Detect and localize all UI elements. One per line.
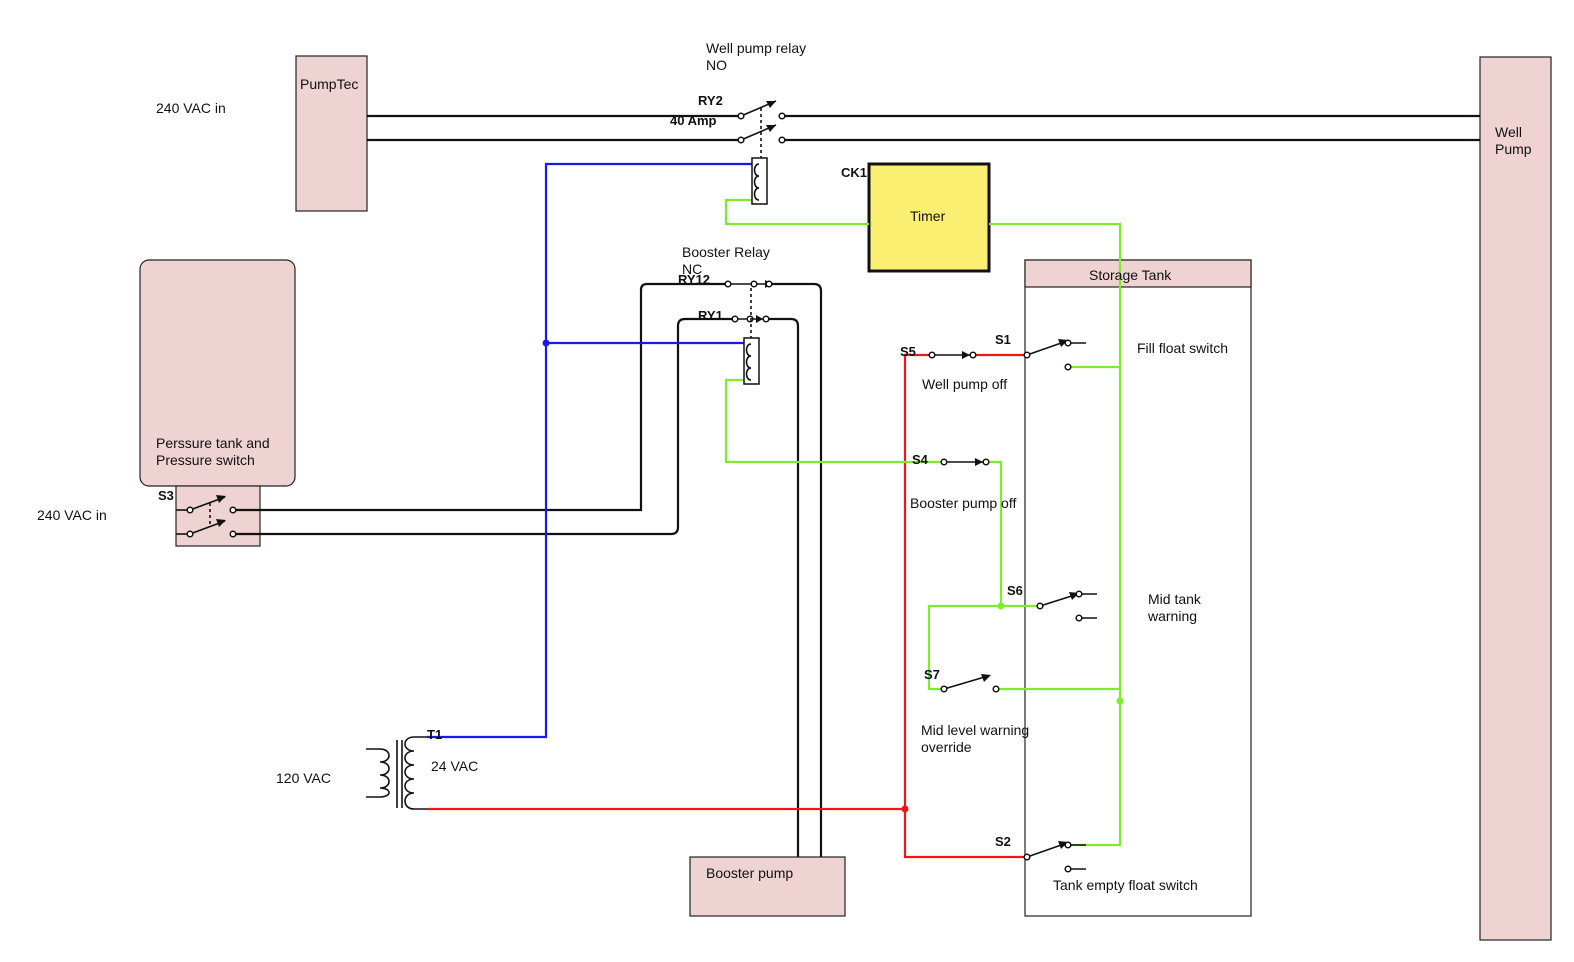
pressure-tank-label-1: Perssure tank and <box>156 435 270 451</box>
well-pump-off-label: Well pump off <box>922 376 1007 392</box>
tank-empty-float-switch-label: Tank empty float switch <box>1053 877 1198 893</box>
well-pump-box <box>1479 56 1552 941</box>
booster-pump-box <box>689 856 846 917</box>
booster-pump-label: Booster pump <box>706 865 793 881</box>
mid-level-override-label-2: override <box>921 739 972 755</box>
storage-tank-header <box>1024 259 1252 288</box>
ry1-contacts <box>731 288 770 338</box>
s7-switch <box>940 674 1000 693</box>
pumptec-label: PumpTec <box>300 76 358 92</box>
blue-junction-dot <box>542 339 550 347</box>
pumptec-box <box>295 55 368 212</box>
t1-tag: T1 <box>427 727 442 742</box>
vac-in-top-label: 240 VAC in <box>156 100 226 116</box>
ry1-tag: RY1 <box>698 308 723 323</box>
ck1-tag: CK1 <box>841 165 867 180</box>
s2-switch <box>1023 841 1086 873</box>
ry2-coil <box>751 157 768 205</box>
ry12-tag: RY12 <box>678 272 710 287</box>
red-junction-dot <box>901 805 909 813</box>
ry2-tag: RY2 <box>698 93 723 108</box>
ry12-contacts <box>724 280 773 288</box>
mid-level-override-label-1: Mid level warning <box>921 722 1029 738</box>
amp-rating-label: 40 Amp <box>670 113 717 128</box>
vac-in-left-label: 240 VAC in <box>37 507 107 523</box>
s5-tag: S5 <box>900 344 916 359</box>
s7-tag: S7 <box>924 667 940 682</box>
s6-tag: S6 <box>1007 583 1023 598</box>
storage-tank-label: Storage Tank <box>1089 267 1172 283</box>
blue-wiring <box>427 162 752 739</box>
booster-pump-off-label: Booster pump off <box>910 495 1016 511</box>
power-wiring <box>233 114 1480 857</box>
booster-relay-type-label: NC <box>682 261 702 277</box>
booster-relay-label: Booster Relay <box>682 244 770 260</box>
mid-tank-warning-label-1: Mid tank <box>1148 591 1202 607</box>
transformer-t1 <box>366 736 427 810</box>
s4-tag: S4 <box>912 452 929 467</box>
vac120-label: 120 VAC <box>276 770 331 786</box>
mid-tank-warning-label-2: warning <box>1147 608 1197 624</box>
fill-float-switch-label: Fill float switch <box>1137 340 1228 356</box>
green-junction-dot-right <box>1116 697 1124 705</box>
well-pump-relay-type-label: NO <box>706 57 727 73</box>
well-pump-label-1: Well <box>1495 124 1522 140</box>
red-wiring <box>427 353 1027 859</box>
storage-tank-box <box>1024 259 1252 917</box>
well-pump-relay-label: Well pump relay <box>706 40 806 56</box>
well-pump-label-2: Pump <box>1495 141 1532 157</box>
s3-switch <box>176 495 237 538</box>
pressure-tank-label-2: Pressure switch <box>156 452 255 468</box>
s6-switch <box>1036 590 1097 622</box>
s4-switch <box>940 458 990 466</box>
timer-box <box>867 162 991 273</box>
s1-switch <box>1023 339 1086 371</box>
s2-tag: S2 <box>995 834 1011 849</box>
s1-tag: S1 <box>995 332 1011 347</box>
vac24-label: 24 VAC <box>431 758 478 774</box>
ry1-coil <box>743 337 760 385</box>
s3-tag: S3 <box>158 488 174 503</box>
timer-label: Timer <box>910 208 946 224</box>
green-junction-dot-s6 <box>997 602 1005 610</box>
s5-switch <box>928 351 977 359</box>
ry2-contacts <box>737 100 786 158</box>
